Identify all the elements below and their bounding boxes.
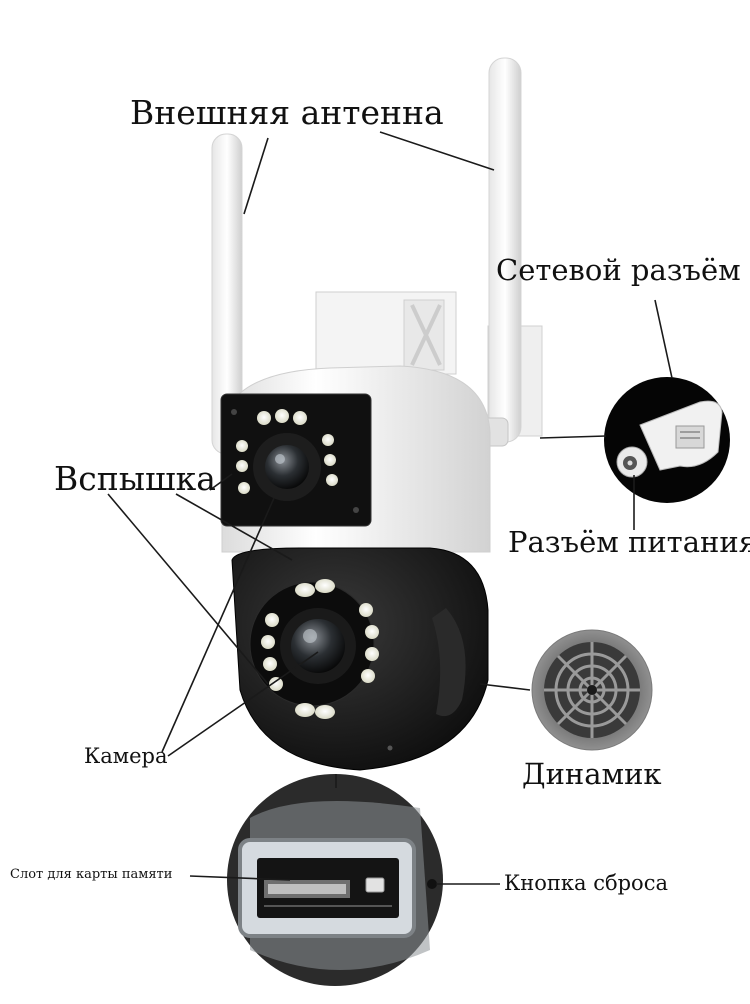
leader-speaker <box>479 683 531 691</box>
leader-network <box>654 299 673 379</box>
slot-inset <box>227 774 443 986</box>
leader-power <box>539 435 607 439</box>
antenna-right <box>477 57 522 447</box>
label-memory-card-slot: Слот для карты памяти <box>10 867 173 882</box>
upper-lens <box>265 445 309 489</box>
leader-lines <box>107 131 673 885</box>
label-network-connector: Сетевой разъём <box>496 253 741 287</box>
label-power-connector: Разъём питания <box>508 525 750 559</box>
lower-dome <box>231 547 489 771</box>
upper-camera-module <box>220 393 372 527</box>
leader-flash-3 <box>107 493 269 685</box>
speaker-inset <box>531 629 653 751</box>
label-reset-button: Кнопка сброса <box>504 871 668 895</box>
leader-slot <box>189 875 291 881</box>
label-flash: Вспышка <box>54 459 216 498</box>
leader-camera-1 <box>161 497 275 753</box>
connector-inset <box>604 377 730 503</box>
leader-flash-1 <box>209 473 233 491</box>
label-speaker: Динамик <box>522 757 662 791</box>
leader-flash-2 <box>175 493 293 561</box>
leader-camera-2 <box>167 651 319 757</box>
label-external-antenna: Внешняя антенна <box>130 93 444 132</box>
leader-antenna-right <box>379 131 495 171</box>
label-camera: Камера <box>84 744 168 768</box>
leader-antenna-left <box>243 137 269 215</box>
